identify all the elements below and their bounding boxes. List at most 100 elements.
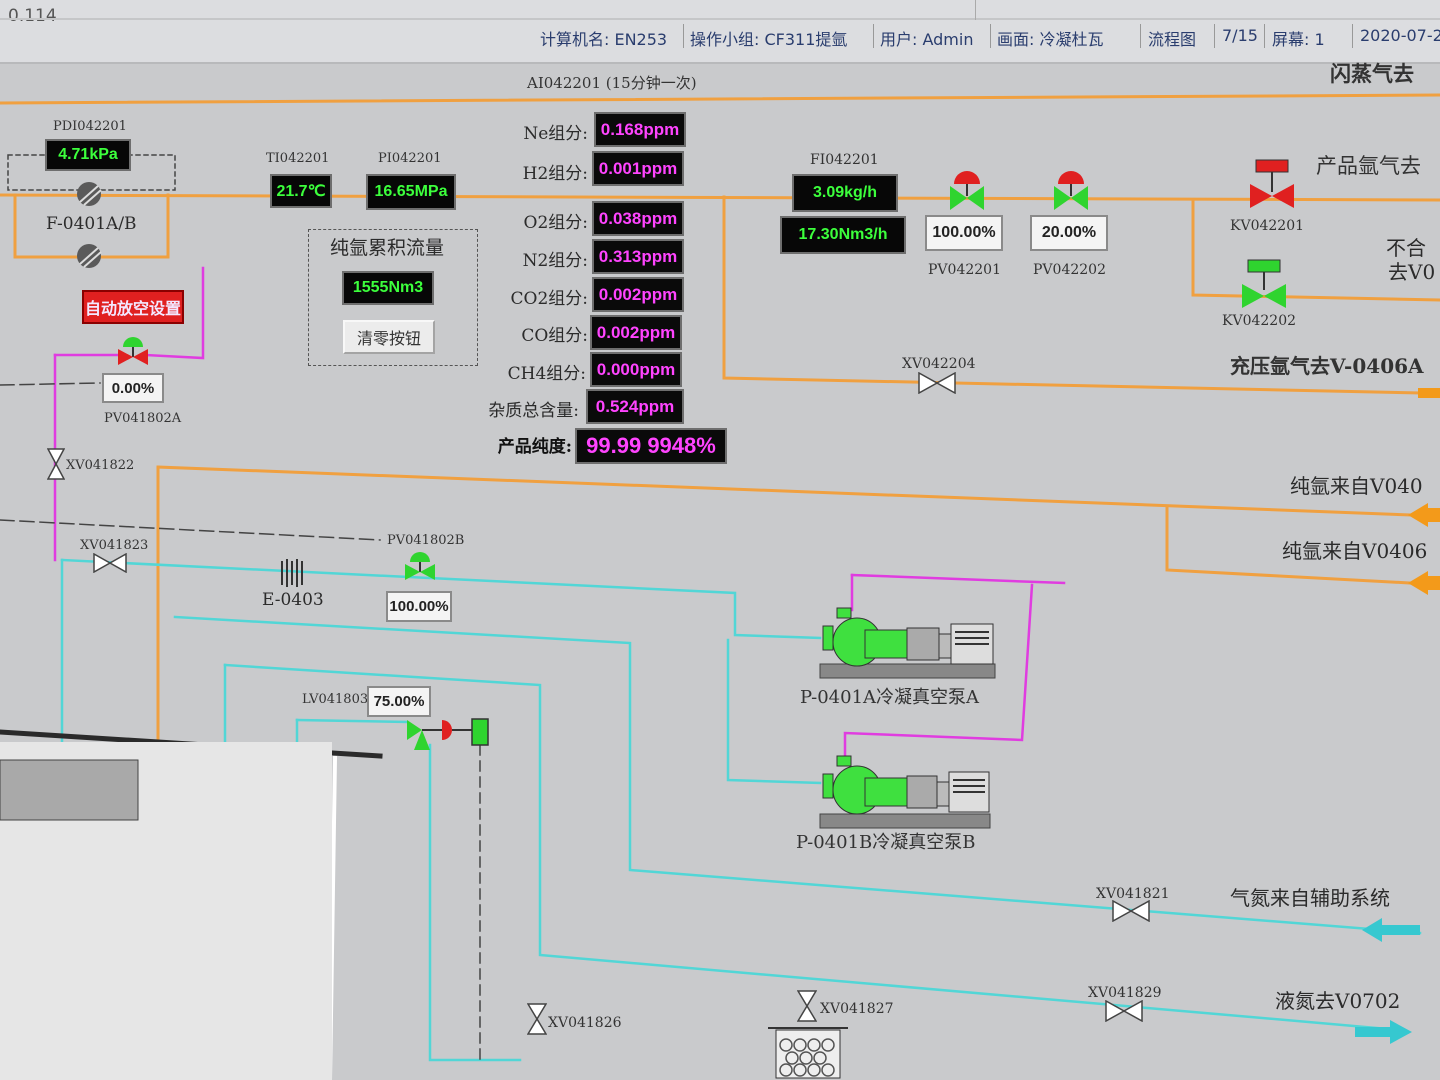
reset-button[interactable]: 清零按钮	[343, 320, 435, 354]
pdi-tag: PDI042201	[53, 119, 127, 134]
pv041802b-tag: PV041802B	[387, 533, 465, 548]
aux-nitrogen-source: 气氮来自辅助系统	[1230, 886, 1390, 910]
ch4-label: CH4组分:	[507, 364, 586, 384]
xv042204-valve-icon[interactable]	[918, 372, 956, 394]
ne-value-display: 0.168ppm	[594, 112, 686, 147]
ne-label: Ne组分:	[523, 124, 588, 144]
arrows	[1355, 388, 1440, 1044]
pi-value-display: 16.65MPa	[366, 174, 456, 210]
user-name: 用户: Admin	[880, 30, 974, 49]
xv041826-tag: XV041826	[548, 1015, 622, 1031]
co-value-display: 0.002ppm	[590, 315, 682, 350]
filter-label: F-0401A/B	[46, 214, 137, 234]
separator	[1140, 24, 1141, 48]
unqualified-destination-2: 去V0	[1388, 260, 1436, 284]
auto-vent-settings-button[interactable]: 自动放空设置	[82, 290, 184, 324]
separator	[1352, 24, 1353, 48]
co-label: CO组分:	[521, 326, 588, 346]
lv041803-value-display[interactable]: 75.00%	[367, 686, 431, 717]
separator	[990, 24, 991, 48]
fi-volume-flow-display: 17.30Nm3/h	[780, 216, 906, 254]
pump-a-icon[interactable]	[815, 600, 1000, 688]
impurity-value-display: 0.524ppm	[586, 389, 684, 424]
ch4-value-display: 0.000ppm	[590, 352, 682, 387]
co2-label: CO2组分:	[510, 289, 589, 309]
co2-value-display: 0.002ppm	[592, 277, 684, 312]
analyzer-title: AI042201 (15分钟一次)	[527, 74, 697, 92]
corner-value: 0.114	[8, 6, 57, 26]
fi-tag: FI042201	[810, 152, 879, 168]
pi-tag: PI042201	[378, 151, 442, 166]
xv041829-tag: XV041829	[1088, 985, 1162, 1001]
computer-name: 计算机名: EN253	[540, 30, 668, 49]
date-display: 2020-07-2	[1360, 26, 1440, 45]
h2-value-display: 0.001ppm	[592, 151, 684, 186]
xv041826-valve-icon[interactable]	[527, 1003, 547, 1035]
separator	[683, 24, 684, 48]
xv041829-valve-icon[interactable]	[1105, 1000, 1143, 1022]
n2-value-display: 0.313ppm	[592, 239, 684, 274]
totalizer-title: 纯氩累积流量	[330, 237, 445, 259]
xv041827-valve-icon[interactable]	[797, 990, 817, 1022]
product-argon-destination: 产品氩气去	[1316, 154, 1421, 178]
pv042201-valve-icon[interactable]	[948, 166, 986, 216]
kv042201-valve-icon[interactable]	[1248, 158, 1296, 212]
xv041823-valve-icon[interactable]	[93, 553, 127, 573]
pv042202-tag: PV042202	[1033, 262, 1106, 278]
ti-value-display: 21.7℃	[270, 174, 332, 208]
pump-b-icon[interactable]	[815, 752, 995, 837]
heat-exchanger-icon	[281, 559, 303, 587]
pdi-value-display: 4.71kPa	[45, 139, 131, 171]
kv042202-valve-icon[interactable]	[1240, 258, 1288, 310]
pv042202-value-display[interactable]: 20.00%	[1030, 215, 1108, 251]
window-edge	[975, 0, 994, 20]
xv041823-tag: XV041823	[80, 538, 149, 553]
pure-argon-source-2: 纯氩来自V0406	[1282, 539, 1428, 563]
xv041821-valve-icon[interactable]	[1112, 900, 1150, 922]
fi-mass-flow-display: 3.09kg/h	[792, 174, 898, 212]
page-indicator: 7/15	[1222, 26, 1258, 45]
o2-value-display: 0.038ppm	[592, 201, 684, 236]
separator	[873, 24, 874, 48]
totalizer-panel	[308, 229, 478, 366]
flow-diagram-link[interactable]: 流程图	[1148, 30, 1197, 49]
pv042201-value-display[interactable]: 100.00%	[925, 215, 1003, 251]
totalizer-value-display: 1555Nm3	[342, 271, 434, 305]
purity-label: 产品纯度:	[497, 437, 572, 457]
orange-pipes	[0, 93, 1440, 892]
filter-icon	[77, 182, 102, 268]
pv042202-valve-icon[interactable]	[1052, 166, 1090, 216]
e0403-label: E-0403	[262, 590, 324, 610]
xv041827-tag: XV041827	[820, 1001, 894, 1017]
screen-name: 画面: 冷凝杜瓦	[997, 30, 1104, 49]
status-bar: 0.114 计算机名: EN253 操作小组: CF311提氩 用户: Admi…	[0, 0, 1440, 64]
kv042202-tag: KV042202	[1222, 313, 1297, 329]
pv041802b-value-display[interactable]: 100.00%	[386, 591, 452, 622]
lv041803-valve-icon[interactable]	[404, 716, 494, 756]
pv042201-tag: PV042201	[928, 262, 1001, 278]
h2-label: H2组分:	[522, 164, 588, 184]
pv041802b-valve-icon[interactable]	[402, 548, 438, 588]
n2-label: N2组分:	[522, 251, 588, 271]
o2-label: O2组分:	[523, 213, 588, 233]
pure-argon-source-1: 纯氩来自V040	[1290, 474, 1423, 498]
pv041802a-value-display[interactable]: 0.00%	[102, 373, 164, 403]
tank-window	[0, 759, 139, 821]
drain-vessel-icon	[768, 1027, 848, 1079]
charge-argon-destination: 充压氩气去V-0406A	[1230, 354, 1424, 378]
pv041802a-valve-icon[interactable]	[116, 333, 150, 373]
kv042201-tag: KV042201	[1230, 218, 1305, 234]
ti-tag: TI042201	[266, 151, 330, 166]
xv041821-tag: XV041821	[1096, 886, 1170, 902]
operator-group: 操作小组: CF311提氩	[690, 30, 848, 49]
unqualified-destination-1: 不合	[1386, 236, 1426, 260]
xv041822-tag: XV041822	[66, 458, 135, 473]
liquid-nitrogen-destination: 液氮去V0702	[1275, 989, 1401, 1013]
display-number: 屏幕: 1	[1272, 30, 1325, 49]
pump-b-label: P-0401B冷凝真空泵B	[796, 832, 976, 853]
impurity-label: 杂质总含量:	[488, 401, 579, 421]
separator	[1214, 24, 1215, 48]
purity-value-display: 99.99 9948%	[575, 428, 727, 464]
lv041803-tag: LV041803	[302, 692, 369, 707]
xv041822-valve-icon[interactable]	[47, 448, 65, 480]
